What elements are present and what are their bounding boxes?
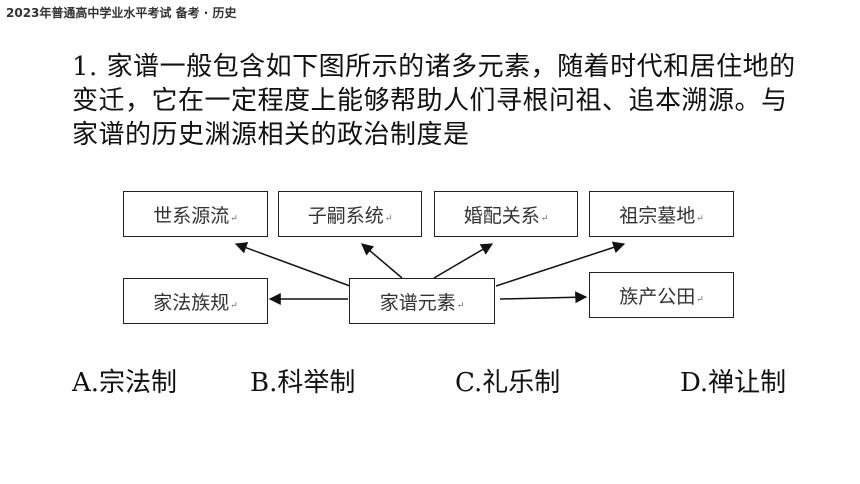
arrow-to-heirs xyxy=(361,243,403,279)
node-lineage: 世系源流↵ xyxy=(123,191,268,237)
edit-mark: ↵ xyxy=(384,214,393,224)
node-heirs: 子嗣系统↵ xyxy=(278,191,422,237)
option-d[interactable]: D.禅让制 xyxy=(680,368,787,398)
slide-header: 2023年普通高中学业水平考试 备考 · 历史 xyxy=(6,6,237,20)
arrow-to-marriage xyxy=(433,243,494,279)
node-heirs-label: 子嗣系统 xyxy=(307,204,384,227)
node-tombs: 祖宗墓地↵ xyxy=(589,191,734,237)
node-center: 家谱元素↵ xyxy=(349,278,495,324)
node-property: 族产公田↵ xyxy=(589,272,734,318)
question-text: 1. 家谱一般包含如下图所示的诸多元素，随着时代和居住地的变迁，它在一定程度上能… xyxy=(72,52,796,150)
node-lineage-label: 世系源流 xyxy=(153,204,230,227)
edit-mark: ↵ xyxy=(696,295,704,305)
node-rules: 家法族规↵ xyxy=(123,278,268,324)
option-a[interactable]: A.宗法制 xyxy=(72,368,178,398)
node-property-label: 族产公田 xyxy=(619,285,696,308)
node-marriage-label: 婚配关系 xyxy=(463,204,540,227)
answer-options: A.宗法制 B.科举制 C.礼乐制 D.禅让制 xyxy=(0,362,860,402)
arrow-to-property xyxy=(499,291,588,304)
edit-mark: ↵ xyxy=(230,301,238,311)
edit-mark: ↵ xyxy=(540,214,549,224)
edit-mark: ↵ xyxy=(456,301,465,311)
node-tombs-label: 祖宗墓地 xyxy=(619,204,696,227)
node-rules-label: 家法族规 xyxy=(153,291,230,314)
option-c[interactable]: C.礼乐制 xyxy=(455,368,561,398)
edit-mark: ↵ xyxy=(696,214,704,224)
edit-mark: ↵ xyxy=(230,214,238,224)
option-b[interactable]: B.科举制 xyxy=(250,368,356,398)
node-center-label: 家谱元素 xyxy=(379,291,456,314)
node-marriage: 婚配关系↵ xyxy=(434,191,578,237)
